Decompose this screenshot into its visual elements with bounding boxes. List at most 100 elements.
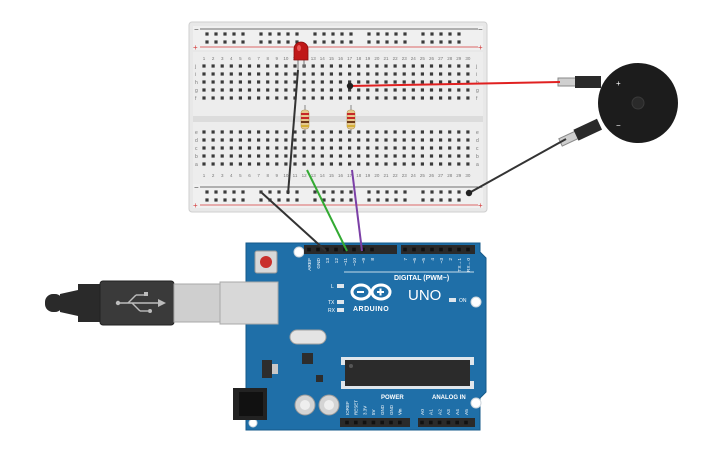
- terminal-hole[interactable]: [338, 154, 343, 158]
- terminal-hole[interactable]: [348, 64, 352, 68]
- rail-hole[interactable]: [286, 40, 290, 44]
- terminal-hole[interactable]: [266, 80, 270, 84]
- rail-hole[interactable]: [439, 32, 443, 36]
- terminal-hole[interactable]: [357, 154, 361, 158]
- terminal-hole[interactable]: [393, 154, 397, 158]
- terminal-hole[interactable]: [357, 96, 361, 100]
- terminal-hole[interactable]: [420, 130, 424, 134]
- terminal-hole[interactable]: [329, 88, 333, 92]
- terminal-hole[interactable]: [348, 130, 352, 134]
- rail-hole[interactable]: [241, 40, 245, 44]
- terminal-hole[interactable]: [284, 138, 288, 142]
- top-rail-holes[interactable]: [205, 32, 461, 44]
- terminal-hole[interactable]: [329, 72, 333, 76]
- rail-hole[interactable]: [376, 198, 380, 202]
- terminal-hole[interactable]: [229, 130, 233, 134]
- terminal-hole[interactable]: [402, 130, 406, 134]
- terminal-hole[interactable]: [402, 138, 406, 142]
- terminal-hole[interactable]: [247, 72, 252, 76]
- terminal-hole[interactable]: [366, 146, 370, 150]
- header-pin[interactable]: [362, 420, 367, 425]
- terminal-hole[interactable]: [329, 80, 333, 84]
- bottom-pin-holes[interactable]: [345, 420, 468, 425]
- terminal-hole[interactable]: [384, 130, 388, 134]
- terminal-hole[interactable]: [320, 162, 324, 166]
- rail-hole[interactable]: [295, 190, 299, 194]
- terminal-hole[interactable]: [320, 80, 324, 84]
- terminal-hole[interactable]: [402, 88, 406, 92]
- terminal-hole[interactable]: [429, 130, 434, 134]
- terminal-hole[interactable]: [211, 146, 215, 150]
- terminal-hole[interactable]: [293, 72, 297, 76]
- terminal-hole[interactable]: [320, 96, 324, 100]
- terminal-hole[interactable]: [393, 96, 397, 100]
- rail-hole[interactable]: [394, 32, 398, 36]
- terminal-hole[interactable]: [439, 80, 443, 84]
- digital-pin-holes[interactable]: [307, 247, 470, 252]
- terminal-hole[interactable]: [257, 72, 261, 76]
- terminal-hole[interactable]: [429, 162, 434, 166]
- terminal-hole[interactable]: [311, 72, 315, 76]
- terminal-hole[interactable]: [357, 64, 361, 68]
- terminal-hole[interactable]: [393, 72, 397, 76]
- terminal-hole[interactable]: [338, 64, 343, 68]
- terminal-hole[interactable]: [302, 96, 306, 100]
- wire-led-to-ground-rail[interactable]: [287, 69, 299, 195]
- terminal-hole[interactable]: [229, 138, 233, 142]
- rail-hole[interactable]: [421, 40, 425, 44]
- reset-button[interactable]: [260, 256, 272, 268]
- terminal-hole[interactable]: [402, 72, 406, 76]
- digital-pin[interactable]: [370, 247, 374, 252]
- terminal-hole[interactable]: [211, 130, 215, 134]
- terminal-hole[interactable]: [202, 88, 206, 92]
- terminal-hole[interactable]: [329, 162, 333, 166]
- rail-hole[interactable]: [295, 40, 299, 44]
- rail-hole[interactable]: [214, 190, 218, 194]
- terminal-hole[interactable]: [357, 130, 361, 134]
- terminal-hole[interactable]: [375, 80, 379, 84]
- terminal-hole[interactable]: [257, 96, 261, 100]
- terminal-hole[interactable]: [220, 88, 224, 92]
- digital-pin[interactable]: [430, 247, 434, 252]
- terminal-hole[interactable]: [366, 72, 370, 76]
- terminal-hole[interactable]: [284, 96, 288, 100]
- terminal-hole[interactable]: [375, 64, 379, 68]
- terminal-hole[interactable]: [375, 72, 379, 76]
- terminal-hole[interactable]: [266, 64, 270, 68]
- rail-hole[interactable]: [268, 40, 272, 44]
- wire-endpoint[interactable]: [465, 189, 473, 197]
- terminal-hole[interactable]: [357, 88, 361, 92]
- terminal-hole[interactable]: [402, 96, 406, 100]
- terminal-hole[interactable]: [284, 162, 288, 166]
- terminal-hole[interactable]: [257, 138, 261, 142]
- terminal-hole[interactable]: [284, 154, 288, 158]
- terminal-hole[interactable]: [429, 64, 434, 68]
- rail-hole[interactable]: [457, 198, 461, 202]
- terminal-hole[interactable]: [220, 138, 224, 142]
- wire-red-buzzer-plus[interactable]: [349, 81, 561, 87]
- rail-hole[interactable]: [259, 32, 263, 36]
- terminal-hole[interactable]: [247, 130, 252, 134]
- terminal-hole[interactable]: [366, 154, 370, 158]
- terminal-hole[interactable]: [284, 146, 288, 150]
- terminal-hole[interactable]: [238, 162, 242, 166]
- terminal-hole[interactable]: [229, 80, 233, 84]
- terminal-hole[interactable]: [220, 80, 224, 84]
- terminal-hole[interactable]: [311, 130, 315, 134]
- terminal-hole[interactable]: [402, 64, 406, 68]
- terminal-hole[interactable]: [311, 88, 315, 92]
- wire-endpoint[interactable]: [346, 82, 354, 90]
- rail-hole[interactable]: [322, 190, 326, 194]
- terminal-hole[interactable]: [429, 146, 434, 150]
- rail-hole[interactable]: [439, 190, 443, 194]
- terminal-hole[interactable]: [302, 162, 306, 166]
- terminal-hole[interactable]: [429, 80, 434, 84]
- terminal-hole[interactable]: [220, 72, 224, 76]
- rail-hole[interactable]: [421, 190, 425, 194]
- terminal-hole[interactable]: [457, 154, 461, 158]
- terminal-hole[interactable]: [448, 64, 452, 68]
- terminal-hole[interactable]: [284, 130, 288, 134]
- terminal-hole[interactable]: [302, 130, 306, 134]
- header-pin[interactable]: [429, 420, 433, 425]
